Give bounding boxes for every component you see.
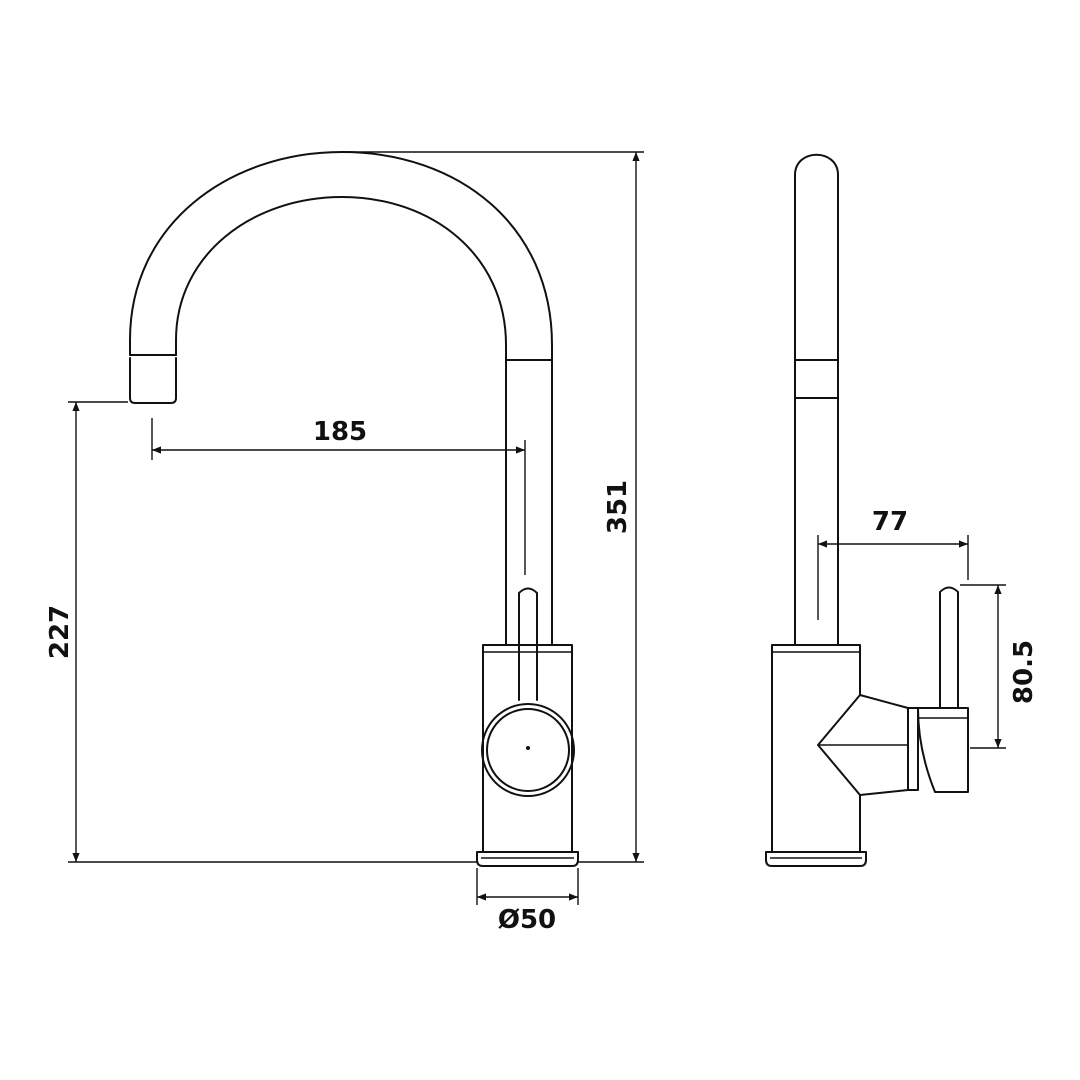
dim-total-height-label: 351 [603, 480, 633, 534]
side-lever [939, 586, 959, 709]
front-spout-outer [129, 151, 553, 646]
side-base-plate [765, 851, 867, 867]
dimension-lines [68, 151, 1006, 905]
side-body [771, 644, 861, 853]
side-cartridge [907, 707, 919, 791]
front-view [129, 151, 579, 867]
side-spout-column [794, 153, 839, 646]
side-cone [859, 694, 909, 796]
dim-side-depth-label: 77 [872, 507, 908, 537]
side-view [765, 153, 969, 867]
side-handle-knob [917, 707, 969, 793]
front-hub-outer [481, 703, 575, 797]
front-base-plate [476, 851, 579, 867]
dim-spout-reach-label: 185 [313, 417, 367, 447]
front-hub-dot [526, 746, 530, 750]
front-hub-inner [486, 708, 570, 792]
dim-base-diameter-label: Ø50 [498, 905, 556, 935]
dim-lever-height-label: 80.5 [1009, 640, 1039, 704]
dimension-labels: 185 227 351 Ø50 77 80.5 [45, 417, 1039, 935]
front-aerator [129, 357, 177, 404]
dim-spout-height-label: 227 [45, 605, 75, 659]
front-lever [518, 587, 538, 701]
front-spout-inner [175, 196, 507, 646]
